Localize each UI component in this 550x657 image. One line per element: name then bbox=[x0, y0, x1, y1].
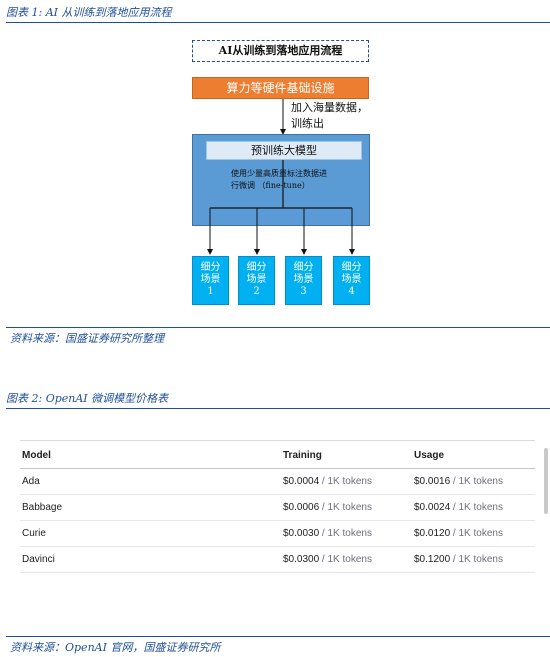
scene-3-number: 3 bbox=[300, 286, 307, 297]
cell-usage: $0.0024 / 1K tokens bbox=[414, 495, 503, 521]
usage-price: $0.1200 bbox=[414, 554, 451, 565]
scene-box-1: 细分 场景 1 bbox=[192, 256, 229, 305]
table-top-border bbox=[20, 440, 535, 441]
cell-model: Babbage bbox=[22, 502, 63, 513]
scene-3-line1: 细分 bbox=[293, 262, 314, 273]
figure1-top-rule bbox=[6, 22, 550, 23]
scene-4-line2: 场景 bbox=[341, 274, 362, 285]
table-scrollbar[interactable] bbox=[544, 448, 548, 514]
header-divider bbox=[20, 468, 535, 469]
scene-1-line1: 细分 bbox=[200, 262, 221, 273]
table-row: Babbage $0.0006 / 1K tokens $0.0024 / 1K… bbox=[20, 495, 535, 521]
header-model: Model bbox=[22, 450, 51, 461]
usage-unit: / 1K tokens bbox=[450, 554, 503, 565]
pretrained-model-box: 预训练大模型 bbox=[206, 141, 362, 160]
cell-usage: $0.1200 / 1K tokens bbox=[414, 547, 503, 573]
table-header-row: Model Training Usage bbox=[20, 443, 535, 469]
scene-2-line2: 场景 bbox=[246, 274, 267, 285]
row-divider bbox=[20, 494, 535, 495]
training-unit: / 1K tokens bbox=[319, 528, 372, 539]
cell-training: $0.0006 / 1K tokens bbox=[283, 495, 372, 521]
usage-unit: / 1K tokens bbox=[450, 476, 503, 487]
figure2-caption: 图表 2: OpenAI 微调模型价格表 bbox=[6, 392, 169, 405]
scene-3-line2: 场景 bbox=[293, 274, 314, 285]
scene-box-3: 细分 场景 3 bbox=[285, 256, 322, 305]
figure2-bottom-rule bbox=[6, 636, 550, 637]
usage-price: $0.0016 bbox=[414, 476, 451, 487]
figure1-source: 资料来源：国盛证券研究所整理 bbox=[10, 332, 164, 345]
training-price: $0.0030 bbox=[283, 528, 320, 539]
usage-price: $0.0120 bbox=[414, 528, 451, 539]
training-price: $0.0006 bbox=[283, 502, 320, 513]
scene-2-number: 2 bbox=[253, 286, 260, 297]
training-unit: / 1K tokens bbox=[319, 476, 372, 487]
cell-model: Davinci bbox=[22, 554, 55, 565]
figure2-top-rule bbox=[6, 408, 550, 409]
data-training-note: 加入海量数据， 训练出 bbox=[291, 100, 368, 132]
scene-box-4: 细分 场景 4 bbox=[333, 256, 370, 305]
training-unit: / 1K tokens bbox=[319, 554, 372, 565]
training-price: $0.0300 bbox=[283, 554, 320, 565]
scene-1-line2: 场景 bbox=[200, 274, 221, 285]
cell-model: Curie bbox=[22, 528, 46, 539]
cell-training: $0.0300 / 1K tokens bbox=[283, 547, 372, 573]
note-line-2: 训练出 bbox=[291, 117, 324, 130]
cell-training: $0.0004 / 1K tokens bbox=[283, 469, 372, 495]
usage-price: $0.0024 bbox=[414, 502, 451, 513]
row-divider bbox=[20, 572, 535, 573]
header-training: Training bbox=[283, 450, 322, 461]
figure1-bottom-rule bbox=[6, 327, 550, 328]
infrastructure-box: 算力等硬件基础设施 bbox=[192, 77, 369, 99]
table-row: Curie $0.0030 / 1K tokens $0.0120 / 1K t… bbox=[20, 521, 535, 547]
training-price: $0.0004 bbox=[283, 476, 320, 487]
row-divider bbox=[20, 546, 535, 547]
header-usage: Usage bbox=[414, 450, 445, 461]
table-row: Davinci $0.0300 / 1K tokens $0.1200 / 1K… bbox=[20, 547, 535, 573]
scene-4-number: 4 bbox=[348, 286, 355, 297]
diagram-overlay-lines bbox=[209, 160, 353, 226]
usage-unit: / 1K tokens bbox=[450, 528, 503, 539]
cell-model: Ada bbox=[22, 476, 40, 487]
figure2-source: 资料来源：OpenAI 官网，国盛证券研究所 bbox=[10, 641, 221, 654]
scene-box-2: 细分 场景 2 bbox=[238, 256, 275, 305]
cell-usage: $0.0016 / 1K tokens bbox=[414, 469, 503, 495]
cell-training: $0.0030 / 1K tokens bbox=[283, 521, 372, 547]
cell-usage: $0.0120 / 1K tokens bbox=[414, 521, 503, 547]
diagram-title: AI从训练到落地应用流程 bbox=[192, 40, 369, 62]
scene-2-line1: 细分 bbox=[246, 262, 267, 273]
finetune-line-2: 行微调 （fine-tune） bbox=[231, 181, 310, 190]
finetune-note: 使用少量高质量标注数据进 行微调 （fine-tune） bbox=[231, 168, 356, 192]
note-line-1: 加入海量数据， bbox=[291, 101, 368, 114]
table-row: Ada $0.0004 / 1K tokens $0.0016 / 1K tok… bbox=[20, 469, 535, 495]
usage-unit: / 1K tokens bbox=[450, 502, 503, 513]
finetune-line-1: 使用少量高质量标注数据进 bbox=[231, 169, 327, 178]
training-unit: / 1K tokens bbox=[319, 502, 372, 513]
scene-4-line1: 细分 bbox=[341, 262, 362, 273]
figure1-caption: 图表 1: AI 从训练到落地应用流程 bbox=[6, 6, 172, 19]
scene-1-number: 1 bbox=[207, 286, 214, 297]
row-divider bbox=[20, 520, 535, 521]
